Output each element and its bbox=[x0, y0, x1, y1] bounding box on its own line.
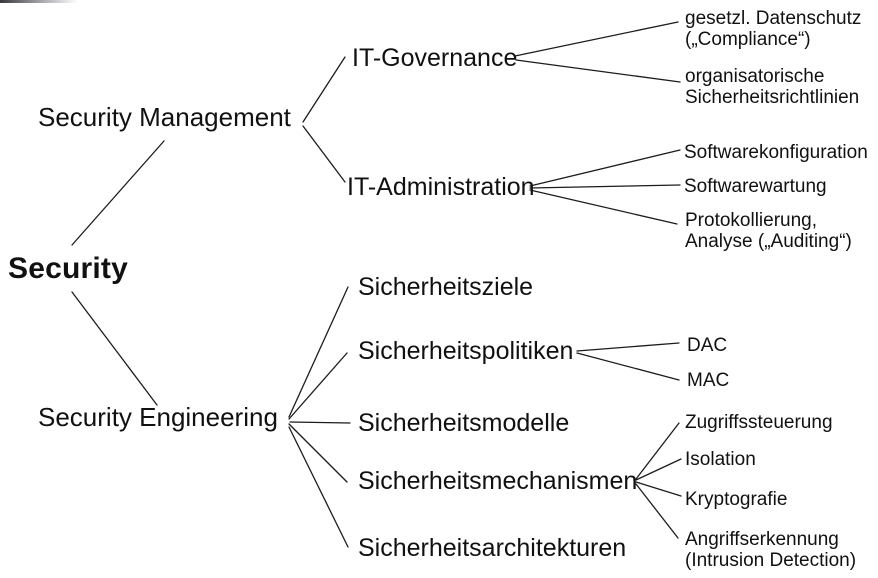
node-sicherheitsziele: Sicherheitsziele bbox=[358, 273, 534, 301]
connector-line bbox=[635, 422, 680, 480]
node-security-engineering: Security Engineering bbox=[38, 402, 278, 432]
screenshot-edge-artifact bbox=[0, 0, 78, 3]
leaf-text-line: DAC bbox=[687, 335, 728, 356]
leaf-softwarekonfiguration: Softwarekonfiguration bbox=[684, 142, 868, 163]
node-it-governance: IT-Governance bbox=[352, 44, 518, 72]
leaf-dac: DAC bbox=[687, 335, 727, 356]
leaf-text-line: Protokollierung, bbox=[685, 210, 818, 231]
node-sicherheitsarchitekturen: Sicherheitsarchitekturen bbox=[358, 534, 627, 562]
connector-line bbox=[288, 423, 348, 483]
connector-line bbox=[635, 458, 682, 481]
leaf-text-line: Isolation bbox=[685, 449, 756, 470]
leaf-isolation: Isolation bbox=[685, 449, 756, 470]
leaf-text-line: (Intrusion Detection) bbox=[685, 550, 857, 571]
leaf-text-line: Softwarewartung bbox=[684, 176, 827, 197]
leaf-text-line: Kryptografie bbox=[685, 489, 788, 510]
leaf-softwarewartung: Softwarewartung bbox=[684, 176, 827, 197]
connector-line bbox=[635, 481, 682, 497]
node-sicherheitsmodelle: Sicherheitsmodelle bbox=[358, 409, 570, 437]
leaf-text-line: („Compliance“) bbox=[685, 29, 811, 50]
leaf-protokollierung-auditing: Protokollierung, Analyse („Auditing“) bbox=[685, 210, 852, 252]
leaf-text-line: Analyse („Auditing“) bbox=[685, 231, 852, 252]
leaf-mac: MAC bbox=[687, 370, 729, 391]
connector-line bbox=[635, 483, 679, 539]
leaf-text-line: Angriffserkennung bbox=[685, 529, 839, 550]
connector-line bbox=[529, 149, 681, 187]
connector-line bbox=[576, 352, 680, 381]
leaf-kryptografie: Kryptografie bbox=[685, 489, 787, 510]
connector-line bbox=[515, 59, 681, 83]
leaf-gesetzl-datenschutz: gesetzl. Datenschutz („Compliance“) bbox=[685, 8, 861, 50]
connector-line bbox=[529, 184, 681, 189]
leaf-text-line: organisatorische bbox=[685, 66, 825, 87]
leaf-text-line: Softwarekonfiguration bbox=[684, 142, 868, 163]
node-security-root: Security bbox=[8, 252, 128, 285]
leaf-organisatorische-richtlinien: organisatorische Sicherheitsrichtlinien bbox=[685, 66, 859, 108]
node-sicherheitspolitiken: Sicherheitspolitiken bbox=[358, 337, 574, 365]
connector-line bbox=[514, 21, 679, 57]
leaf-zugriffssteuerung: Zugriffssteuerung bbox=[685, 412, 833, 433]
leaf-text-line: Sicherheitsrichtlinien bbox=[685, 87, 860, 108]
connector-line bbox=[576, 342, 680, 352]
connector-line bbox=[288, 286, 349, 418]
connector-line bbox=[302, 56, 346, 123]
connector-line bbox=[288, 426, 349, 548]
connector-line bbox=[289, 421, 351, 424]
leaf-text-line: MAC bbox=[687, 370, 730, 391]
node-sicherheitsmechanismen: Sicherheitsmechanismen bbox=[358, 467, 638, 495]
leaf-text-line: gesetzl. Datenschutz bbox=[685, 8, 862, 29]
connector-line bbox=[288, 352, 348, 420]
leaf-angriffserkennung: Angriffserkennung (Intrusion Detection) bbox=[685, 529, 856, 571]
connector-line bbox=[71, 140, 165, 246]
connector-line bbox=[529, 189, 678, 225]
connector-line bbox=[71, 291, 158, 406]
leaf-text-line: Zugriffssteuerung bbox=[685, 412, 833, 433]
connector-line bbox=[302, 125, 346, 183]
node-it-administration: IT-Administration bbox=[347, 173, 535, 201]
node-security-management: Security Management bbox=[38, 102, 291, 132]
